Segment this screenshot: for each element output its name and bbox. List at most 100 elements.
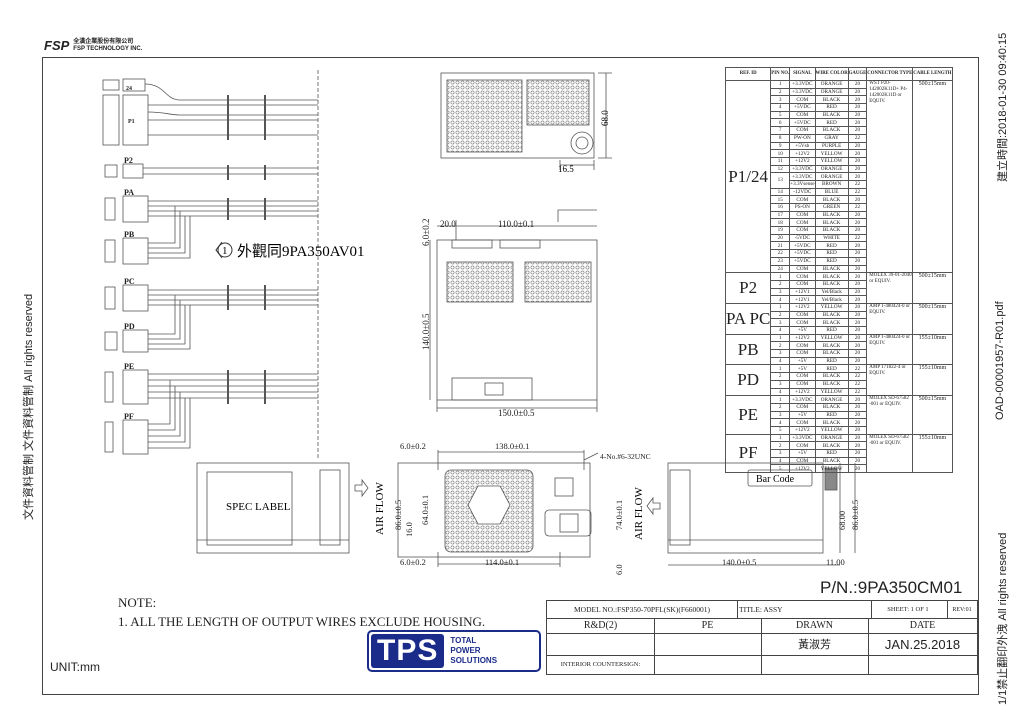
gauge: 20 xyxy=(847,210,868,220)
dim-front-74: 74.0±0.1 xyxy=(614,500,624,530)
dim-front-86: 86.0±0.5 xyxy=(393,500,403,530)
pin-number: 4 xyxy=(770,326,791,335)
connector-type: MOLEX SD-67582 -001 or EQUIV. xyxy=(866,395,914,435)
gauge: 20 xyxy=(847,418,868,427)
pin-number: 4 xyxy=(770,295,791,304)
wire-color: Yel/Black xyxy=(814,287,849,297)
model-number: MODEL NO.:FSP350-70PFL(SK)(F660001) xyxy=(547,601,738,618)
gauge: 20 xyxy=(847,356,868,366)
wire-color: YELLOW xyxy=(814,333,849,343)
signal: +3.3VDC xyxy=(789,80,816,89)
pin-number: 19 xyxy=(770,226,791,235)
tps-line-1: TOTAL xyxy=(450,636,477,645)
gauge: 22 xyxy=(847,379,868,389)
wire-color: BLACK xyxy=(814,456,849,466)
signal: COM xyxy=(789,379,816,389)
wire-color: YELLOW xyxy=(814,302,849,312)
signal: COM xyxy=(789,441,816,450)
signal: COM xyxy=(789,218,816,228)
cable-length: 500±15mm xyxy=(912,272,953,304)
pin-number: 1 xyxy=(770,272,791,281)
dim-front-6c: 6.0 xyxy=(614,564,624,575)
barcode-side-view xyxy=(646,462,856,566)
wire-color: ORANGE xyxy=(814,433,849,443)
wire-color: BLACK xyxy=(814,349,849,358)
pin-number: 1 xyxy=(770,364,791,374)
gauge: 20 xyxy=(847,218,868,228)
signal: +3.3VDC xyxy=(789,164,816,174)
signal: COM xyxy=(789,349,816,358)
wire-color: BLACK xyxy=(814,318,849,327)
pin-number: 5 xyxy=(770,110,791,120)
note-line-1: 1. ALL THE LENGTH OF OUTPUT WIRES EXCLUD… xyxy=(118,614,486,629)
pin-number: 3 xyxy=(770,287,791,297)
gauge: 20 xyxy=(847,172,868,181)
label-pe: PE xyxy=(124,362,134,371)
rd-header: R&D(2) xyxy=(547,618,655,633)
signal: +12V2 xyxy=(789,387,816,397)
cable-length: 500±15mm xyxy=(912,395,953,435)
wire-color: BLACK xyxy=(814,264,849,274)
screw-spec: 4-No.#6-32UNC xyxy=(600,452,651,461)
signal: +5V xyxy=(789,326,816,335)
cable-length: 500±15mm xyxy=(912,79,953,274)
wire-color: YELLOW xyxy=(814,149,849,158)
gauge: 20 xyxy=(847,249,868,258)
sheet-number: SHEET: 1 OF 1 xyxy=(869,601,948,618)
pin-number: 1 xyxy=(770,395,791,404)
dim-plan-150: 150.0±0.5 xyxy=(498,408,535,418)
signal: +12V1 xyxy=(789,287,816,297)
company-name-cn: 全漢企業股份有限公司 xyxy=(73,38,134,45)
dim-side-140: 140.0±0.5 xyxy=(722,557,756,567)
pin-number: 1 xyxy=(770,80,791,89)
pin-number: 2 xyxy=(770,279,791,289)
wire-color: BLACK xyxy=(814,95,849,105)
pin-number: 4 xyxy=(770,418,791,427)
dim-front-114: 114.0±0.1 xyxy=(485,557,519,567)
header-length: CABLE LENGTH xyxy=(912,67,953,81)
gauge: 20 xyxy=(847,156,868,166)
signal: +5VDC xyxy=(789,241,816,251)
drawing-title: TITLE: ASSY xyxy=(737,601,872,618)
pin-number: 4 xyxy=(770,103,791,112)
signal: COM xyxy=(789,95,816,105)
signal: +5V xyxy=(789,449,816,458)
header-connector: CONNECTOR TYPE xyxy=(866,67,914,81)
signal: PW-ON xyxy=(789,133,816,143)
label-p2: P2 xyxy=(124,156,133,165)
ref-id: P1/24 xyxy=(724,79,772,274)
gauge: 20 xyxy=(847,402,868,412)
wire-color: GREEN xyxy=(814,203,849,212)
part-number: P/N.:9PA350CM01 xyxy=(820,578,963,597)
signal: +12V2 xyxy=(789,333,816,343)
ref-id: PB xyxy=(724,333,772,366)
date-header: DATE xyxy=(909,620,936,631)
label-pc: PC xyxy=(124,277,135,286)
tps-line-3: SOLUTIONS xyxy=(450,656,498,665)
gauge: 20 xyxy=(847,433,868,443)
dim-side-68: 68.00 xyxy=(837,511,847,530)
pin-number: 7 xyxy=(770,126,791,135)
gauge: 20 xyxy=(847,441,868,450)
gauge: 20 xyxy=(847,103,868,112)
label-pf: PF xyxy=(124,412,134,421)
wire-color: ORANGE xyxy=(814,87,849,97)
signal: COM xyxy=(789,418,816,427)
dim-plan-20: 20.0 xyxy=(440,219,456,229)
air-flow-label-left: AIR FLOW xyxy=(374,482,386,535)
connector-type: MOLEX 39-01-2040 or EQUIV. xyxy=(866,272,914,304)
gauge: 20 xyxy=(847,310,868,320)
pin-number: 8 xyxy=(770,133,791,143)
wire-color: RED xyxy=(814,449,849,458)
wire-color: YELLOW xyxy=(814,425,849,435)
signal: +3.3VDC xyxy=(789,87,816,97)
